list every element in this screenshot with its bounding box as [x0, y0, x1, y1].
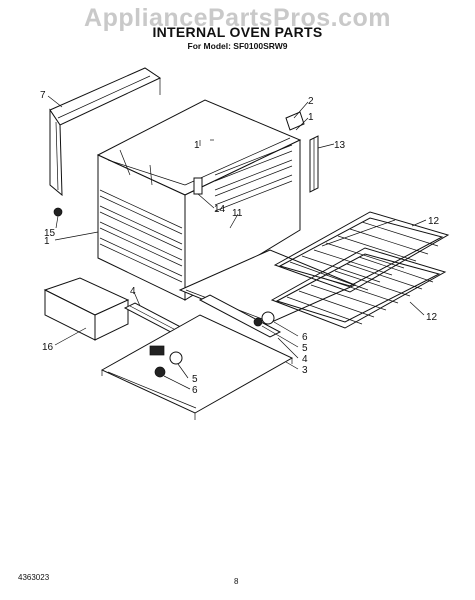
- callout-16: 16: [42, 342, 54, 353]
- callout-6-right: 6: [302, 332, 308, 343]
- part-15-grommet: [53, 207, 63, 217]
- part-1-oven-cavity: [96, 99, 302, 301]
- part-7-frame-panel: [49, 67, 162, 197]
- callout-11: 11: [232, 208, 243, 219]
- callout-leaders: [47, 95, 427, 390]
- model-line: For Model: SF0100SRW9: [187, 41, 288, 51]
- callout-7: 7: [40, 90, 46, 101]
- callout-4-right: 4: [302, 354, 308, 365]
- part-12-oven-rack-bottom: [270, 247, 447, 329]
- callout-5-right: 5: [302, 343, 308, 354]
- part-14-sensor: [193, 177, 203, 195]
- callout-5-bottom: 5: [192, 374, 198, 385]
- left-wall-rack-ridges: [99, 189, 183, 283]
- callout-1-left: 1: [44, 236, 50, 247]
- page-number: 8: [234, 577, 239, 586]
- callout-6-bottom: 6: [192, 385, 198, 396]
- callout-14: 14: [214, 204, 226, 215]
- document-number: 4363023: [18, 573, 50, 582]
- callout-1-center: 1: [194, 140, 200, 151]
- callout-12-top: 12: [428, 216, 440, 227]
- callout-4-left: 4: [130, 286, 136, 297]
- part-16-broiler-pan: [43, 277, 130, 341]
- part-13-bracket: [309, 135, 319, 193]
- callout-3: 3: [302, 365, 308, 376]
- callout-1-top: 1: [308, 112, 314, 123]
- part-5-6-grommets-right: [253, 311, 275, 327]
- page-title: INTERNAL OVEN PARTS: [152, 24, 323, 40]
- callout-2: 2: [308, 96, 314, 107]
- callout-13: 13: [334, 140, 346, 151]
- part-3-oven-floor: [100, 314, 294, 420]
- part-2-clip: [285, 111, 305, 131]
- watermark: AppliancePartsPros.com: [84, 4, 391, 32]
- part-5-6-grommets-bottom: [154, 351, 183, 378]
- right-wall-rack-ridges: [214, 144, 293, 212]
- callout-15: 15: [44, 228, 56, 239]
- callout-12-bottom: 12: [426, 312, 438, 323]
